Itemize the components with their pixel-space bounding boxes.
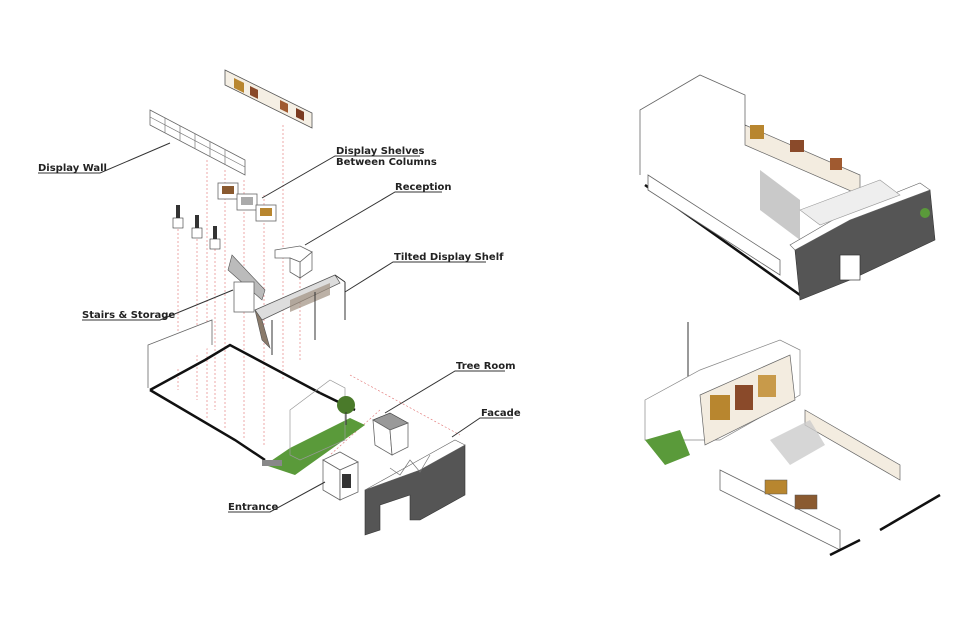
- facade: [364, 439, 466, 536]
- stairs-storage: [227, 254, 266, 313]
- label-display-shelves-line2: Between Columns: [336, 157, 437, 168]
- label-tree-room: Tree Room: [456, 361, 516, 372]
- label-reception: Reception: [395, 182, 452, 193]
- assembled-view-top: [639, 74, 936, 301]
- entrance: [322, 451, 359, 501]
- leader-lines: [38, 142, 513, 513]
- reception-desk: [274, 245, 313, 279]
- label-stairs-storage: Stairs & Storage: [82, 310, 175, 321]
- label-display-shelves-line1: Display Shelves: [336, 146, 425, 157]
- label-display-wall: Display Wall: [38, 163, 107, 174]
- label-facade: Facade: [481, 408, 521, 419]
- columns: [172, 205, 221, 250]
- label-entrance: Entrance: [228, 502, 278, 513]
- display-shelves-between-columns: [217, 182, 277, 222]
- ground-floor: [147, 319, 365, 475]
- assembled-view-bottom: [644, 322, 941, 557]
- display-wall-shelf-strip: [224, 69, 313, 129]
- projection-lines: [177, 125, 461, 456]
- tilted-display-shelf: [254, 274, 346, 355]
- display-wall-frame: [149, 109, 246, 176]
- tree-room: [372, 412, 409, 456]
- label-tilted-display-shelf: Tilted Display Shelf: [394, 252, 504, 263]
